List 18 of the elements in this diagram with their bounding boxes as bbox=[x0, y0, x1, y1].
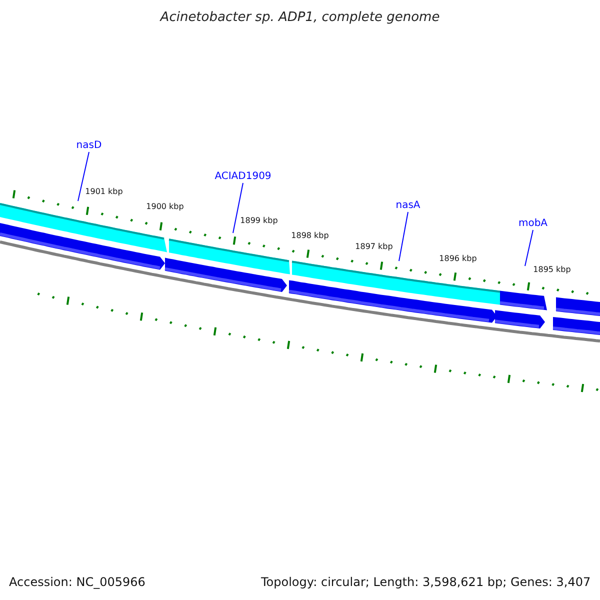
title: Acinetobacter sp. ADP1, complete genome bbox=[160, 11, 440, 24]
leader-line bbox=[524, 230, 534, 266]
position-label: 1898 kbp bbox=[291, 232, 329, 240]
gene-label: ACIAD1909 bbox=[214, 172, 272, 182]
gene-label: mobA bbox=[518, 219, 548, 229]
position-label: 1897 kbp bbox=[355, 243, 393, 251]
genome-info-text: Topology: circular; Length: 3,598,621 bp; Genes: 3,407 bbox=[261, 576, 591, 588]
position-label: 1901 kbp bbox=[85, 188, 123, 196]
leader-line bbox=[78, 152, 90, 202]
position-label: 1899 kbp bbox=[240, 217, 278, 225]
leader-line bbox=[232, 182, 244, 234]
leader-line bbox=[398, 212, 408, 262]
gene-label: nasA bbox=[396, 201, 420, 211]
position-label: 1896 kbp bbox=[439, 255, 477, 263]
accession-text: Accession: NC_005966 bbox=[9, 576, 146, 588]
position-label: 1895 kbp bbox=[533, 266, 571, 274]
gene-label: nasD bbox=[76, 141, 102, 151]
position-label: 1900 kbp bbox=[146, 203, 184, 211]
